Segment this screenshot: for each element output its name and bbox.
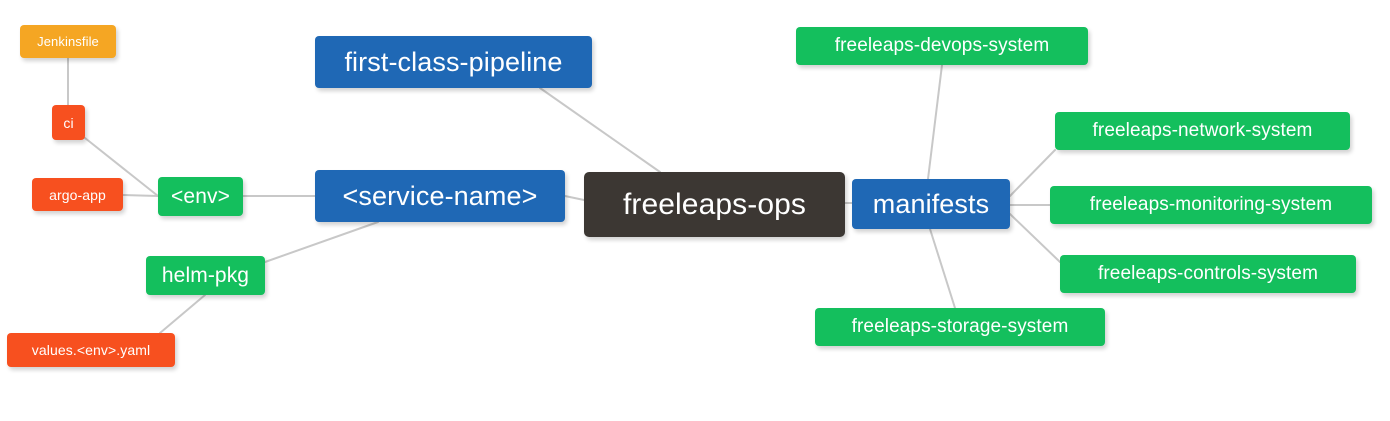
node-monitoring-system[interactable]: freeleaps-monitoring-system	[1050, 186, 1372, 224]
node-label: freeleaps-controls-system	[1097, 263, 1319, 284]
node-jenkinsfile[interactable]: Jenkinsfile	[20, 25, 116, 58]
edge-argo-app-to-env	[122, 194, 159, 197]
node-label: freeleaps-storage-system	[851, 316, 1069, 337]
node-label: freeleaps-network-system	[1092, 120, 1313, 141]
node-helm-pkg[interactable]: helm-pkg	[146, 256, 265, 295]
node-values-yaml[interactable]: values.<env>.yaml	[7, 333, 175, 367]
edge-first-class-pipeline-to-freeleaps-ops	[539, 87, 661, 173]
node-service-name[interactable]: <service-name>	[315, 170, 565, 222]
node-devops-system[interactable]: freeleaps-devops-system	[796, 27, 1088, 65]
node-ci[interactable]: ci	[52, 105, 85, 140]
node-label: freeleaps-devops-system	[834, 35, 1050, 56]
node-network-system[interactable]: freeleaps-network-system	[1055, 112, 1350, 150]
node-storage-system[interactable]: freeleaps-storage-system	[815, 308, 1105, 346]
node-freeleaps-ops[interactable]: freeleaps-ops	[584, 172, 845, 237]
node-label: Jenkinsfile	[37, 34, 99, 49]
node-argo-app[interactable]: argo-app	[32, 178, 123, 211]
node-label: <env>	[171, 184, 230, 208]
node-label: <service-name>	[342, 180, 538, 211]
edge-devops-system-to-manifests	[927, 64, 943, 180]
node-first-class-pipeline[interactable]: first-class-pipeline	[315, 36, 592, 88]
node-label: ci	[63, 114, 74, 131]
edge-helm-pkg-to-service-name	[264, 221, 379, 263]
edge-service-name-to-freeleaps-ops	[564, 195, 585, 201]
node-label: freeleaps-monitoring-system	[1089, 194, 1333, 215]
node-label: manifests	[872, 188, 990, 219]
node-label: values.<env>.yaml	[31, 342, 151, 358]
edge-network-system-to-manifests	[1009, 149, 1056, 197]
node-label: argo-app	[49, 186, 106, 203]
node-label: helm-pkg	[161, 263, 250, 287]
node-label: freeleaps-ops	[622, 187, 807, 221]
node-manifests[interactable]: manifests	[852, 179, 1010, 229]
node-label: first-class-pipeline	[344, 46, 563, 77]
node-env[interactable]: <env>	[158, 177, 243, 216]
edge-values-yaml-to-helm-pkg	[159, 294, 206, 334]
edge-storage-system-to-manifests	[929, 228, 956, 309]
node-controls-system[interactable]: freeleaps-controls-system	[1060, 255, 1356, 293]
